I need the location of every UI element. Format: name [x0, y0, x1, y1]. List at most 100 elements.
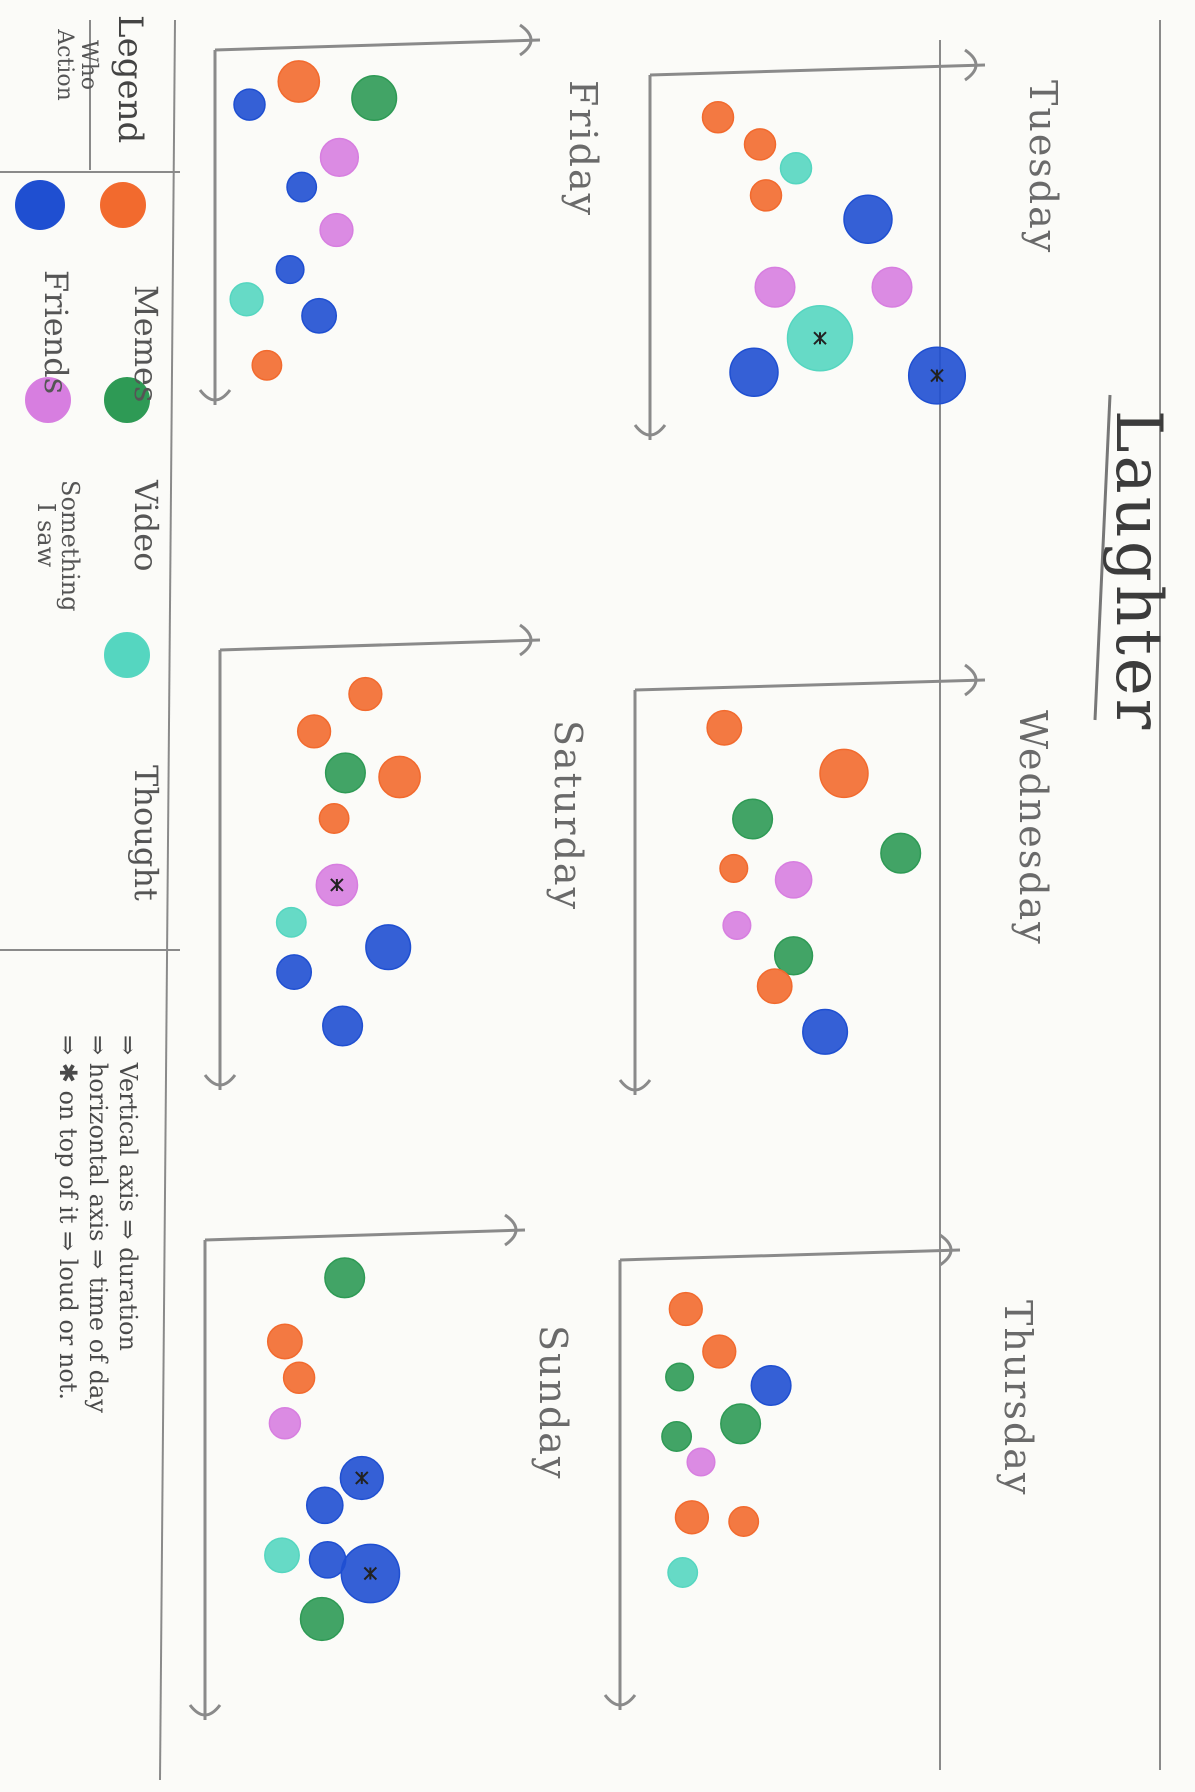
axis-duration-tuesday	[649, 63, 986, 77]
point-wednesday-6	[774, 860, 813, 899]
axis-time-arrow-sunday	[188, 1704, 222, 1717]
title-bracket-top	[1093, 394, 1112, 721]
legend-swatch-memes	[100, 182, 146, 228]
legend-swatch-thought	[104, 632, 150, 678]
day-label-sunday: Sunday	[531, 1325, 575, 1481]
axis-duration-sunday	[204, 1228, 526, 1242]
point-wednesday-5	[719, 853, 749, 883]
point-sunday-10	[299, 1596, 345, 1642]
point-saturday-4	[378, 755, 421, 799]
point-thursday-8	[674, 1500, 710, 1535]
axis-time-arrow-thursday	[603, 1694, 637, 1707]
point-wednesday-3	[732, 798, 774, 840]
point-wednesday-9	[756, 968, 793, 1005]
point-saturday-7	[275, 906, 307, 938]
point-thursday-4	[750, 1364, 792, 1407]
point-sunday-8	[308, 1540, 347, 1579]
axis-duration-arrow-sunday	[504, 1213, 518, 1247]
point-sunday-6	[305, 1486, 344, 1525]
point-tuesday-3	[779, 151, 813, 185]
loud-marker-sunday-5	[355, 1471, 369, 1485]
axis-duration-arrow-tuesday	[964, 48, 978, 82]
legend-label-something-i-saw: Something I saw	[32, 480, 84, 612]
point-friday-2	[233, 88, 266, 121]
day-label-wednesday: Wednesday	[1011, 710, 1055, 946]
axis-time-arrow-friday	[198, 389, 232, 402]
point-thursday-6	[661, 1421, 693, 1452]
point-wednesday-7	[722, 910, 752, 940]
loud-marker-saturday-6	[330, 878, 344, 892]
point-saturday-9	[276, 954, 313, 991]
point-sunday-4	[268, 1407, 302, 1440]
legend-swatch-friends	[15, 180, 65, 230]
point-friday-3	[351, 74, 398, 122]
axis-duration-wednesday	[634, 678, 986, 692]
point-saturday-8	[365, 924, 412, 971]
point-friday-10	[251, 349, 283, 381]
legend-swatch-something-i-saw	[25, 377, 71, 423]
point-thursday-10	[667, 1557, 699, 1588]
point-saturday-3	[324, 752, 366, 794]
point-wednesday-8	[773, 936, 814, 976]
axis-duration-thursday	[619, 1248, 961, 1262]
point-sunday-2	[266, 1323, 303, 1360]
point-thursday-7	[686, 1447, 716, 1477]
point-friday-9	[301, 297, 338, 334]
axis-duration-arrow-thursday	[939, 1233, 953, 1267]
axis-time-arrow-saturday	[203, 1074, 237, 1087]
axis-duration-saturday	[219, 638, 541, 652]
legend-title: Legend	[110, 15, 150, 144]
point-tuesday-5	[843, 194, 893, 244]
legend-label-friends: Friends	[37, 270, 75, 395]
day-label-friday: Friday	[561, 80, 605, 218]
point-thursday-2	[702, 1334, 737, 1369]
point-friday-4	[319, 137, 360, 178]
note-horizontal-axis: ⇒ horizontal axis ⇒ time of day	[84, 1035, 112, 1413]
point-friday-6	[319, 212, 354, 248]
point-thursday-3	[665, 1362, 695, 1392]
point-thursday-9	[728, 1506, 760, 1537]
axis-time-arrow-tuesday	[633, 424, 667, 437]
point-wednesday-2	[819, 748, 869, 799]
loud-marker-tuesday-10	[930, 368, 944, 383]
legend-divider	[159, 19, 176, 1781]
point-friday-8	[229, 282, 264, 317]
point-saturday-2	[296, 714, 332, 749]
note-loud-marker: ⇒ ✱ on top of it ⇒ loud or not.	[54, 1035, 82, 1401]
point-tuesday-6	[754, 266, 796, 308]
point-friday-5	[286, 171, 318, 203]
legend-swatch-video	[104, 377, 150, 423]
note-vertical-axis: ⇒ Vertical axis ⇒ duration	[114, 1035, 142, 1351]
point-thursday-1	[668, 1291, 703, 1327]
point-saturday-5	[318, 803, 350, 834]
chart-title: Laughter	[1101, 410, 1175, 733]
axis-duration-arrow-wednesday	[964, 663, 978, 697]
point-wednesday-1	[706, 709, 743, 746]
point-friday-1	[277, 60, 321, 103]
point-tuesday-1	[701, 100, 735, 134]
loud-marker-tuesday-8	[813, 331, 827, 345]
point-tuesday-4	[749, 179, 783, 212]
day-label-tuesday: Tuesday	[1021, 80, 1065, 255]
point-sunday-7	[264, 1537, 300, 1574]
axis-duration-arrow-friday	[519, 23, 533, 57]
point-wednesday-10	[802, 1008, 849, 1055]
day-label-thursday: Thursday	[996, 1300, 1040, 1497]
loud-marker-sunday-9	[363, 1566, 378, 1581]
point-tuesday-2	[743, 128, 777, 161]
legend-column-header: Who Action	[52, 29, 101, 101]
point-friday-7	[275, 255, 305, 285]
axis-duration-arrow-saturday	[519, 623, 533, 657]
axis-time-arrow-wednesday	[618, 1079, 652, 1092]
legend-label-memes: Memes	[127, 285, 165, 403]
point-saturday-1	[348, 676, 383, 712]
axis-duration-friday	[214, 38, 541, 52]
point-thursday-5	[720, 1403, 762, 1445]
point-wednesday-4	[880, 832, 922, 874]
point-sunday-1	[324, 1257, 366, 1299]
point-tuesday-7	[871, 266, 913, 308]
day-label-saturday: Saturday	[546, 720, 590, 912]
legend-label-video: Video	[127, 480, 165, 572]
